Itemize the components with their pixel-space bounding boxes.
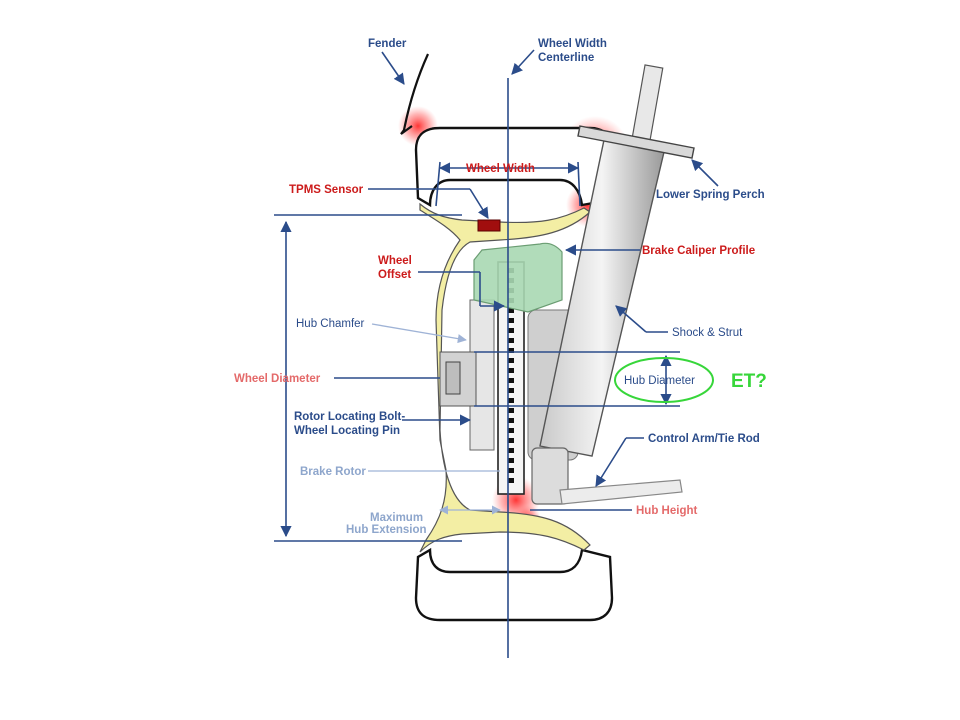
hub-diameter-label: Hub Diameter [624,375,695,387]
wheel-width-centerline-label-line2: Centerline [538,52,594,64]
rotor-vent [508,428,514,433]
shock-strut-leader-diag [615,305,647,333]
rotor-vent [508,448,514,453]
lower-spring-perch-leader [691,159,719,187]
strut-lower-mount [531,447,569,505]
tire-lower-section [414,547,614,622]
brake-rotor-label: Brake Rotor [300,466,366,478]
rotor-vent [508,378,514,383]
rotor-vent [508,458,514,463]
shock-strut-label: Shock & Strut [672,327,743,339]
rotor-vent [508,478,514,483]
hub-chamfer-label: Hub Chamfer [296,318,365,330]
rotor-vent [508,468,514,473]
tpms-sensor-label: TPMS Sensor [289,184,364,196]
brake-caliper [473,242,563,313]
wheel-width-left-tick [435,161,441,207]
fender-leader [381,51,405,85]
hub-diameter-highlight-ellipse [614,357,714,403]
wheel-width-label: Wheel Width [466,163,535,175]
rotor-vent [508,418,514,423]
lower-spring-perch [577,125,695,159]
rotor-vent [508,438,514,443]
centerline-leader [511,49,535,75]
tpms-sensor [477,219,501,232]
rotor-vent [508,368,514,373]
rotor-locating-label-line1: Rotor Locating Bolt- [294,411,405,423]
control-arm [559,479,683,505]
tpms-leader-drop [469,188,489,219]
et-question-label: ET? [731,371,767,392]
hub-height-label: Hub Height [636,505,697,517]
rotor-vent [508,308,514,313]
wheel-diameter-label: Wheel Diameter [234,373,321,385]
lower-spring-perch-label: Lower Spring Perch [656,189,765,201]
control-arm-leader-diag [595,437,627,487]
control-arm-label: Control Arm/Tie Rod [648,433,760,445]
rotor-vent [508,398,514,403]
rotor-vent [508,388,514,393]
rotor-vent [508,408,514,413]
rotor-locating-label-line2: Wheel Locating Pin [294,425,400,437]
max-hub-extension-label-line1: Maximum [370,512,423,524]
fender-label: Fender [368,38,407,50]
wheel-bolt-head [445,361,461,395]
rotor-vent [508,318,514,323]
wheel-rim [419,202,591,553]
wheel-width-centerline-label-line1: Wheel Width [538,38,607,50]
rotor-vent [508,338,514,343]
rotor-vent [508,358,514,363]
rotor-vent [508,348,514,353]
rotor-vent [508,328,514,333]
fender-outline [400,53,430,135]
max-hub-extension-label-line2: Hub Extension [346,524,427,536]
wheel-offset-label-line1: Wheel [378,255,412,267]
brake-caliper-profile-label: Brake Caliper Profile [642,245,755,257]
hub-chamfer-leader [371,323,467,344]
strut-rod [630,64,664,148]
wheel-width-right-tick [577,161,581,207]
wheel-offset-label-line2: Offset [378,269,411,281]
